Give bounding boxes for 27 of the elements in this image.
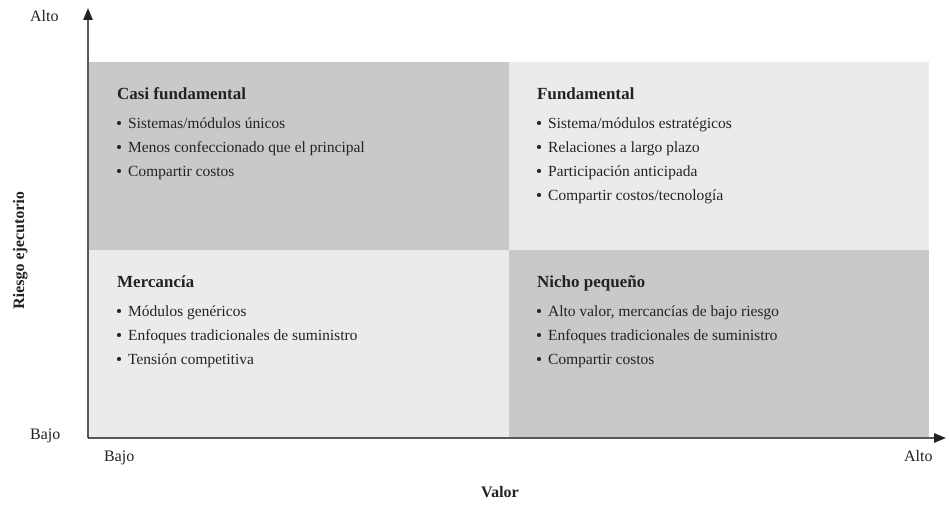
quadrant-panel xyxy=(89,62,509,250)
quadrant-heading: Casi fundamental xyxy=(117,84,246,104)
bullet-text: Sistemas/módulos únicos xyxy=(128,115,286,132)
quadrant-panel xyxy=(509,250,929,437)
axis-title: Valor xyxy=(481,484,519,502)
axis-tick-label: Bajo xyxy=(104,448,134,466)
quadrant-heading: Nicho pequeño xyxy=(537,272,646,292)
bullet-text: Tensión competitiva xyxy=(128,351,254,368)
axis-tick-label: Alto xyxy=(904,448,932,466)
bullet-text: Compartir costos xyxy=(128,163,234,180)
bullet-text: Módulos genéricos xyxy=(128,303,246,320)
bullet-text: Compartir costos xyxy=(548,351,654,368)
axis-tick-label: Bajo xyxy=(30,426,60,444)
quadrant-panel xyxy=(509,62,929,250)
bullet-text: Sistema/módulos estratégicos xyxy=(548,115,732,132)
bullet-text: Enfoques tradicionales de suministro xyxy=(128,327,358,344)
bullet-text: Compartir costos/tecnología xyxy=(548,187,724,204)
axis-title: Riesgo ejecutorio xyxy=(10,191,29,309)
bullet-text: Enfoques tradicionales de suministro xyxy=(548,327,778,344)
axis-tick-label: Alto xyxy=(30,8,58,26)
bullet-text: Menos confeccionado que el principal xyxy=(128,139,365,156)
quadrant-panel xyxy=(89,250,509,437)
bullet-text: Alto valor, mercancías de bajo riesgo xyxy=(548,303,779,320)
bullet-text: Relaciones a largo plazo xyxy=(548,139,700,156)
quadrant-heading: Mercancía xyxy=(117,272,194,292)
quadrant-heading: Fundamental xyxy=(537,84,634,104)
bullet-text: Participación anticipada xyxy=(548,163,698,180)
